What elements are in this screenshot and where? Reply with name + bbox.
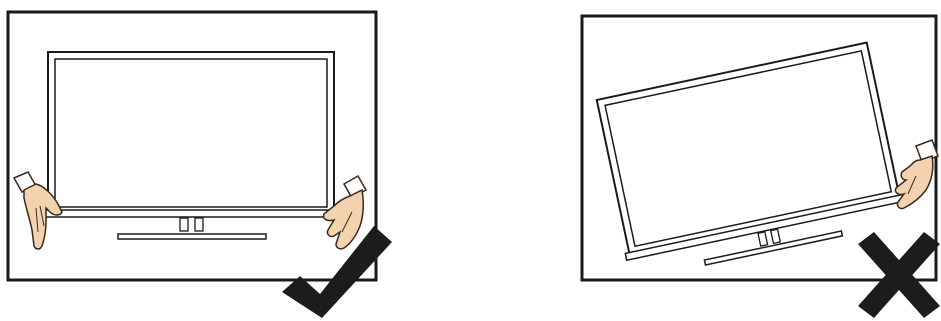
incorrect-handling-panel: [470, 0, 940, 321]
tv-level: [44, 52, 338, 239]
correct-handling-illustration: [0, 0, 470, 321]
cross-icon: [858, 232, 940, 318]
correct-handling-panel: [0, 0, 470, 321]
incorrect-handling-illustration: [470, 0, 940, 321]
hand-icon: [895, 140, 938, 209]
